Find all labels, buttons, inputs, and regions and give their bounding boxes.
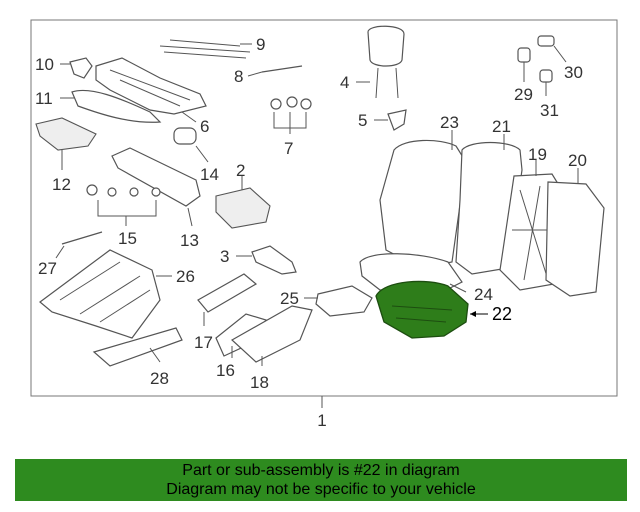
callout-3: 3 [220,247,229,266]
part-7-clip-c [300,98,312,110]
part-22-highlighted-shape[interactable] [375,280,469,339]
callout-31: 31 [540,101,559,120]
callout-4: 4 [340,73,349,92]
callout-6: 6 [200,117,209,136]
leader-14 [195,145,209,163]
callout-27: 27 [38,259,57,278]
callout-19: 19 [528,145,547,164]
callout-15: 15 [118,229,137,248]
part-15-clip-c [129,187,139,197]
leader-28 [149,347,161,363]
callout-11: 11 [35,89,53,108]
part-15-clip-d [151,187,161,197]
callout-7: 7 [284,139,293,158]
leader-15 [97,200,157,226]
part-17-shape [197,273,258,313]
part-7-clip-b [286,96,298,108]
banner-line-2: Diagram may not be specific to your vehi… [166,481,476,498]
callout-17: 17 [194,333,213,352]
callout-16: 16 [216,361,235,380]
part-28-shape [92,327,183,367]
part-29-shape [517,47,531,63]
part-22-detail [391,305,453,323]
part-11-shape [71,89,162,123]
part-5-shape [387,109,407,131]
part-3-shape [251,245,297,275]
callout-14: 14 [200,165,219,184]
callout-21: 21 [492,117,511,136]
assembly-callout: 1 [317,411,326,430]
part-4-shape [367,25,405,67]
part-8-shape [261,65,303,73]
part-6-shape [95,57,207,115]
leader-27 [55,245,65,259]
leader-24 [449,283,467,293]
part-12-shape [35,117,97,151]
callout-23: 23 [440,113,459,132]
part-7-clip-a [270,98,282,110]
callout-12: 12 [52,175,71,194]
part-10-shape [69,57,93,79]
part-31-shape [539,69,553,83]
leader-7 [273,112,307,134]
leader-8 [247,71,263,77]
callout-18: 18 [250,373,269,392]
banner-line-1: Part or sub-assembly is #22 in diagram [182,462,460,479]
part-4-post-b [395,67,399,99]
callout-28: 28 [150,369,169,388]
leader-13 [187,207,193,227]
leader-6 [181,111,197,123]
callout-8: 8 [234,67,243,86]
callout-20: 20 [568,151,587,170]
callout-10: 10 [35,55,54,74]
part-4-post-a [375,67,379,99]
callout-9: 9 [256,35,265,54]
part-2-shape [215,187,271,229]
callout-24: 24 [474,285,493,304]
leader-22-arrow [470,311,476,317]
part-15-clip-b [107,187,117,197]
callout-13: 13 [180,231,199,250]
callout-5: 5 [358,111,367,130]
callout-2: 2 [236,161,245,180]
info-banner: Part or sub-assembly is #22 in diagram D… [15,459,627,501]
part-25-shape [315,285,373,317]
part-23-shape [379,139,467,269]
leader-30 [553,45,567,63]
part-6-detail [109,69,191,107]
part-13-shape [111,147,201,207]
callout-30: 30 [564,63,583,82]
part-27-shape [61,231,103,245]
callout-29: 29 [514,85,533,104]
callout-26: 26 [176,267,195,286]
callout-22: 22 [492,304,512,324]
part-26-detail [59,261,151,323]
part-9-shape [159,39,251,59]
part-20-shape [545,181,605,297]
part-30-shape [537,35,555,47]
part-15-clip-a [86,184,98,196]
part-14-shape [173,127,197,145]
part-18-shape [230,305,313,363]
diagram-frame [30,19,618,397]
part-26-shape [39,249,161,339]
callout-25: 25 [280,289,299,308]
